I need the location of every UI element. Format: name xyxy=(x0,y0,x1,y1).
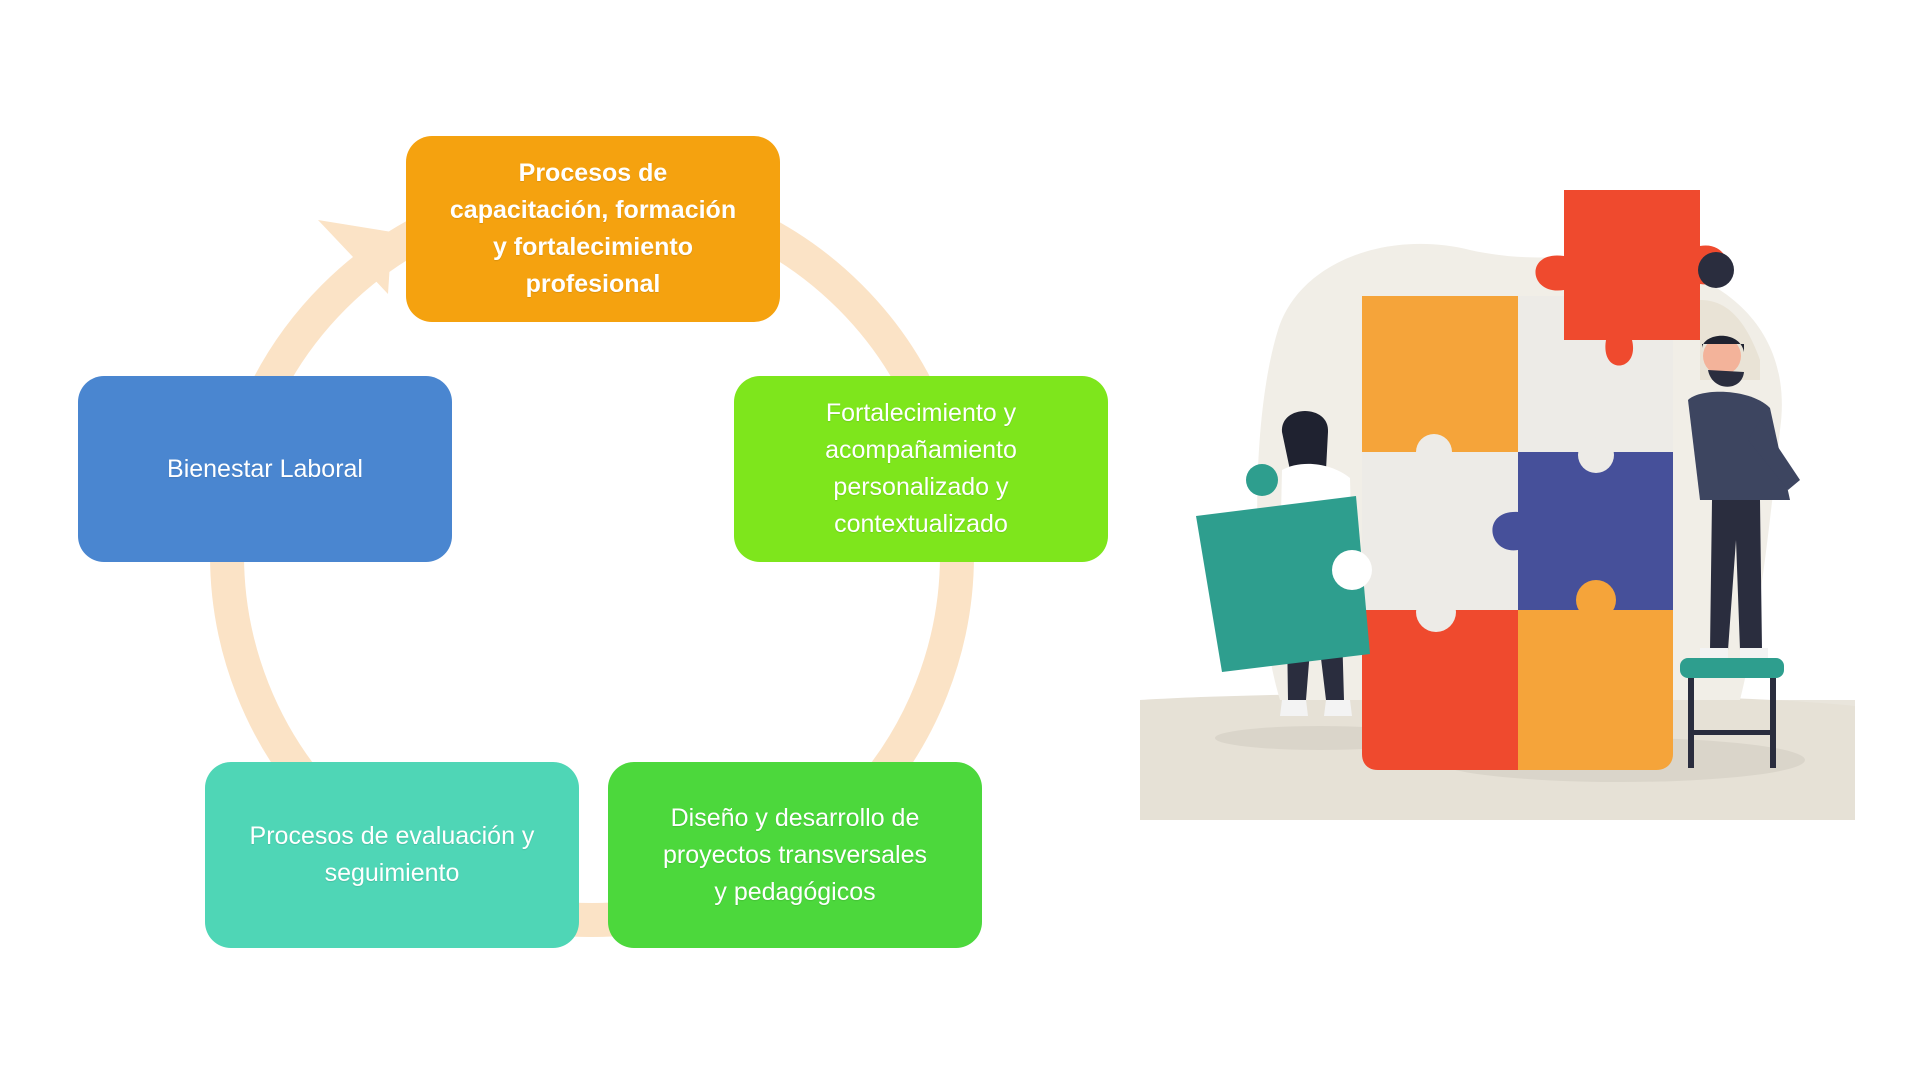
floating-red-piece xyxy=(1535,190,1728,366)
step-diseno-box: Diseño y desarrollo de proyectos transve… xyxy=(608,762,982,948)
cycle-arrowhead xyxy=(318,220,392,294)
puzzle-pieces xyxy=(1362,296,1673,770)
step-capacitacion-box: Procesos de capacitación, formación y fo… xyxy=(406,136,780,322)
person-woman-left xyxy=(1196,411,1372,716)
step-evaluacion-box: Procesos de evaluación y seguimiento xyxy=(205,762,579,948)
step-fortalecimiento-box: Fortalecimiento y acompañamiento persona… xyxy=(734,376,1108,562)
step-fortalecimiento-label: Fortalecimiento y acompañamiento persona… xyxy=(825,399,1017,538)
step-bienestar-box: Bienestar Laboral xyxy=(78,376,452,562)
step-bienestar-label: Bienestar Laboral xyxy=(167,454,363,483)
person-man-on-stool xyxy=(1680,335,1800,768)
puzzle-illustration xyxy=(1140,190,1855,820)
step-capacitacion-label: Procesos de capacitación, formación y fo… xyxy=(449,159,737,298)
step-evaluacion-label: Procesos de evaluación y seguimiento xyxy=(249,822,535,887)
step-diseno-label: Diseño y desarrollo de proyectos transve… xyxy=(662,803,927,906)
